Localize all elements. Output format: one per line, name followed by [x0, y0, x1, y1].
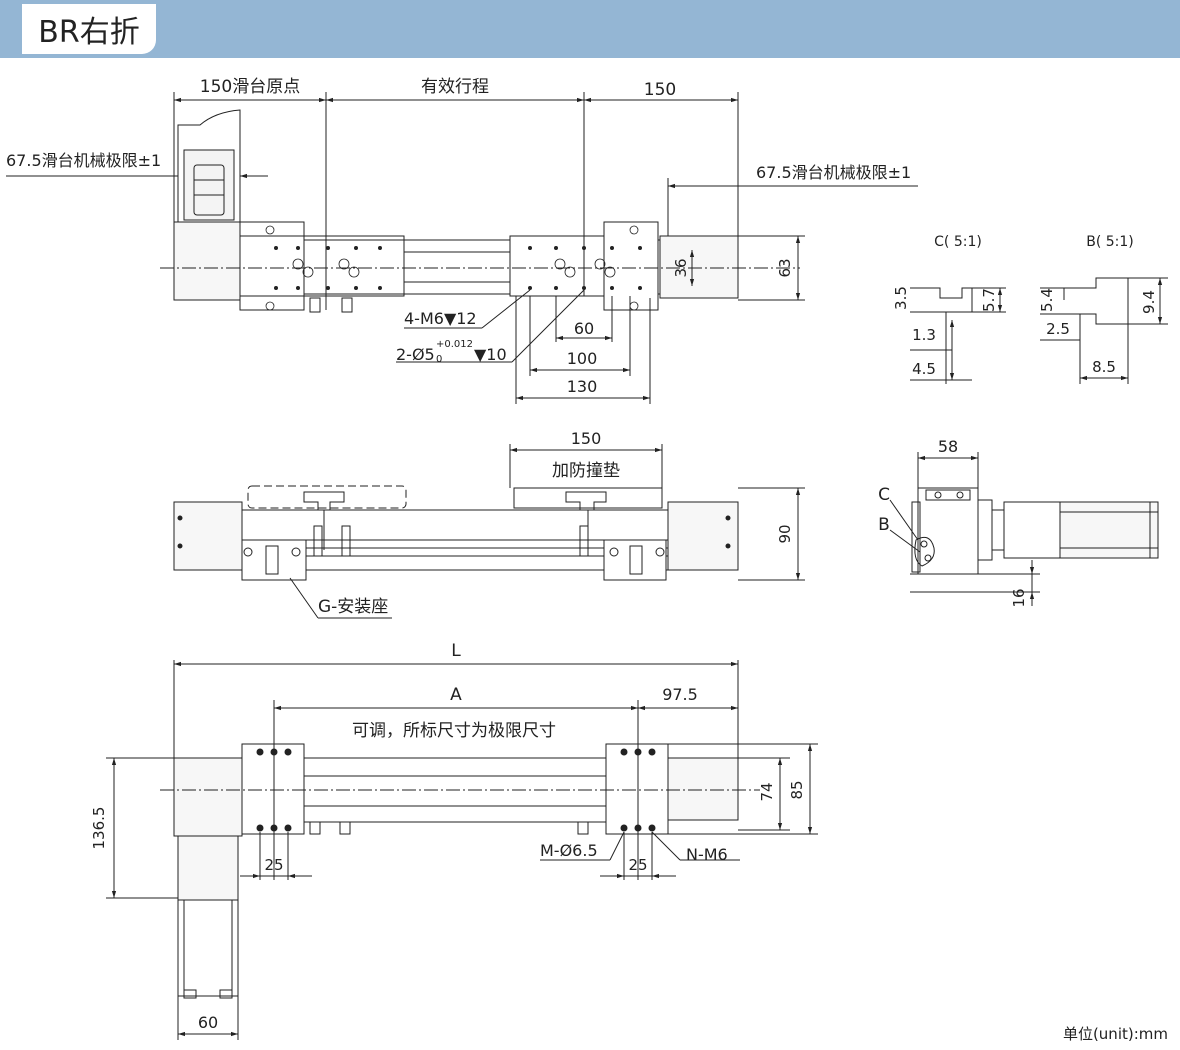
- dim-limit-left: 67.5滑台机械极限±1: [6, 151, 161, 170]
- hole-m6-callout: 4-M6▼12: [404, 309, 477, 328]
- header-bar: [0, 0, 1180, 58]
- pin-tol-lower: 0: [436, 354, 442, 365]
- detail-b-9-4: 9.4: [1140, 290, 1158, 314]
- pin-tol-upper: +0.012: [436, 339, 473, 350]
- detail-c-4-5: 4.5: [912, 360, 936, 378]
- detail-c-labels: C( 5:1) 3.5 5.7 1.3 4.5: [892, 234, 998, 378]
- detail-b-5-4: 5.4: [1038, 288, 1056, 312]
- hole-pin-callout: 2-Ø5: [396, 345, 435, 364]
- dim-97-5: 97.5: [662, 685, 698, 704]
- hole-n-callout: N-M6: [686, 845, 728, 864]
- dim-60-bottom: 60: [198, 1013, 218, 1032]
- bottom-view: [106, 660, 818, 1040]
- dim-85: 85: [788, 780, 806, 799]
- dim-74: 74: [758, 782, 776, 801]
- pin-depth: ▼10: [474, 345, 507, 364]
- detail-b-8-5: 8.5: [1092, 358, 1116, 376]
- dim-90: 90: [776, 524, 794, 543]
- side-view: [173, 444, 805, 619]
- dim-36: 36: [672, 258, 690, 277]
- label-c: C: [878, 485, 890, 505]
- dim-63: 63: [776, 258, 794, 277]
- dim-16: 16: [1010, 588, 1028, 607]
- dim-limit-right: 67.5滑台机械极限±1: [756, 163, 911, 182]
- dim-150-right: 150: [644, 80, 676, 100]
- detail-b-label: B( 5:1): [1086, 234, 1134, 250]
- top-view: [6, 92, 918, 404]
- dim-L: L: [451, 641, 461, 661]
- detail-b-2-5: 2.5: [1046, 320, 1070, 338]
- detail-c-label: C( 5:1): [934, 234, 982, 250]
- dim-60-top: 60: [574, 319, 594, 338]
- dim-150-side: 150: [571, 429, 602, 448]
- dim-A: A: [450, 685, 462, 705]
- label-b: B: [878, 515, 890, 535]
- detail-b-labels: B( 5:1) 5.4 9.4 2.5 8.5: [1038, 234, 1158, 376]
- hole-m-callout: M-Ø6.5: [540, 841, 598, 860]
- unit-note: 单位(unit):mm: [1062, 1025, 1168, 1043]
- page-title: BR右折: [22, 4, 156, 54]
- detail-b: [1040, 277, 1168, 384]
- bottom-view-labels: L A 97.5 可调，所标尺寸为极限尺寸 136.5 74 85 25 25 …: [90, 641, 806, 1032]
- detail-c-5-7: 5.7: [980, 288, 998, 312]
- dim-25-left: 25: [264, 856, 283, 874]
- dim-150-origin: 150滑台原点: [200, 77, 300, 97]
- adjust-note: 可调，所标尺寸为极限尺寸: [352, 721, 556, 741]
- detail-c: [910, 287, 1006, 384]
- end-view: [889, 452, 1159, 606]
- dim-130: 130: [567, 377, 598, 396]
- dim-25-right: 25: [628, 856, 647, 874]
- dim-136-5: 136.5: [90, 807, 108, 850]
- bumper-label: 加防撞垫: [552, 461, 620, 481]
- mount-label: G-安装座: [318, 597, 388, 617]
- dim-58: 58: [938, 437, 958, 456]
- detail-c-1-3: 1.3: [912, 326, 936, 344]
- side-view-labels: 150 加防撞垫 90 G-安装座: [318, 429, 794, 617]
- top-view-labels: 150滑台原点 有效行程 150 67.5滑台机械极限±1 67.5滑台机械极限…: [6, 77, 911, 396]
- end-view-labels: 58 C B 16: [878, 437, 1028, 608]
- dim-stroke: 有效行程: [421, 77, 489, 97]
- detail-c-3-5: 3.5: [892, 286, 910, 310]
- dim-100: 100: [567, 349, 598, 368]
